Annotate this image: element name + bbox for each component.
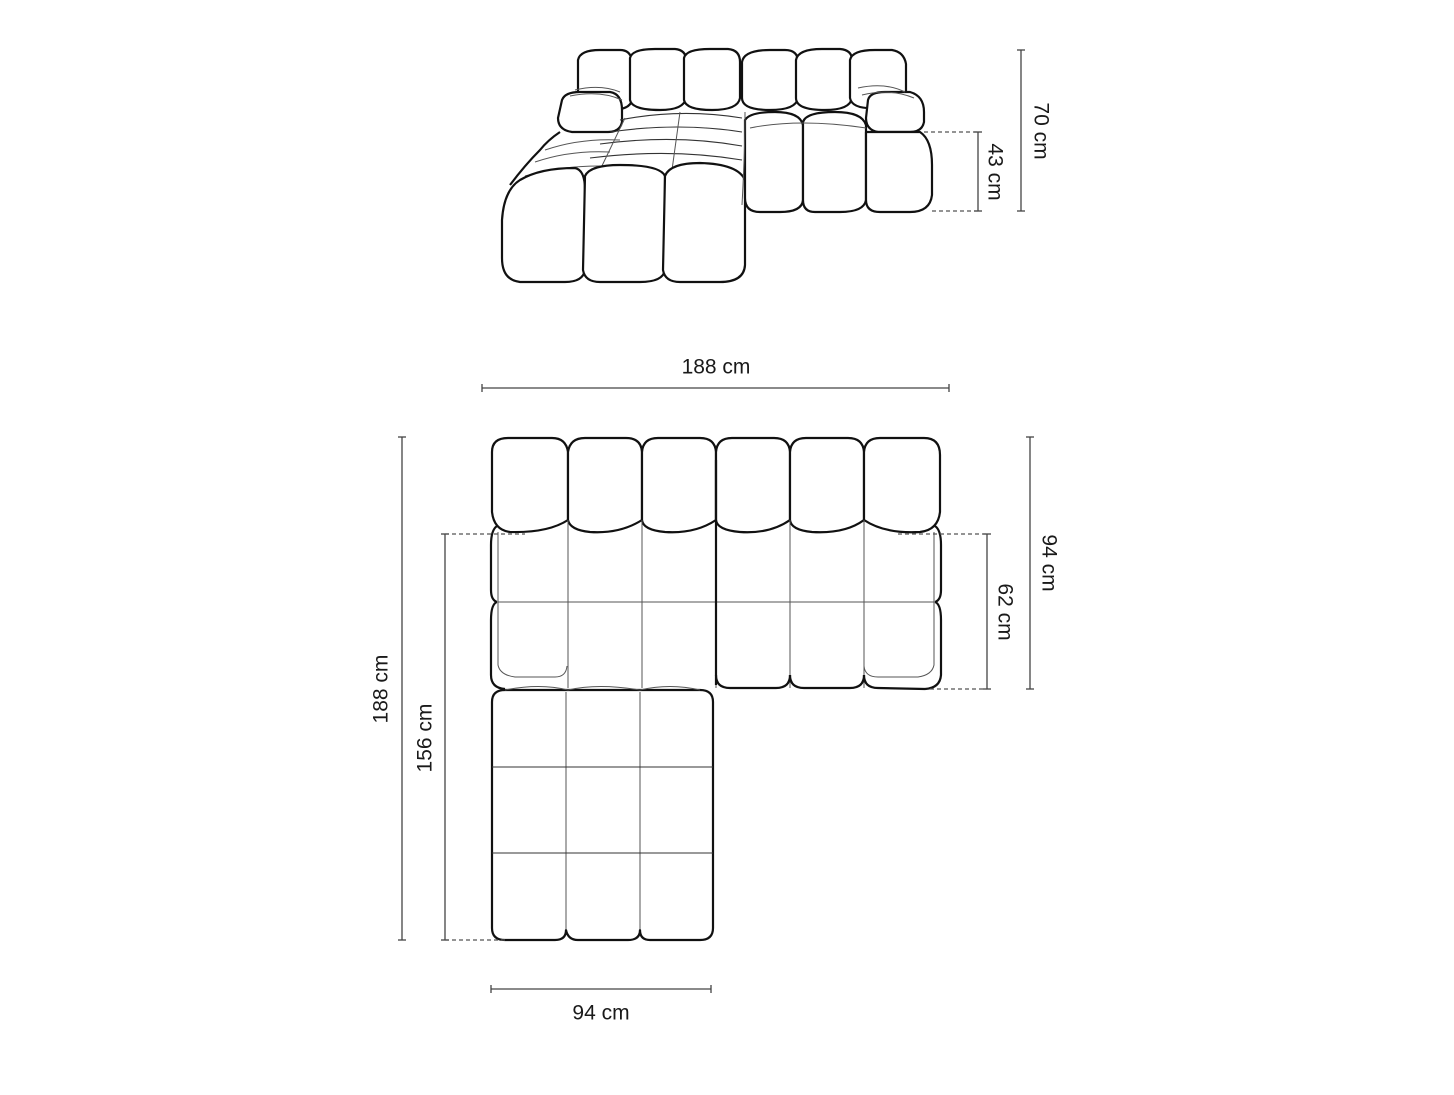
label-seat-height: 43 cm: [983, 143, 1007, 201]
top-back-cushion-4: [714, 436, 792, 534]
top-chaise: [490, 688, 715, 942]
top-view: [489, 436, 943, 942]
back-cushion-right-1: [740, 48, 800, 112]
top-left-arm-lower: [489, 600, 506, 691]
back-cushion-right-2: [794, 47, 854, 112]
top-left-arm-upper: [489, 525, 498, 604]
perspective-view: [500, 47, 934, 284]
label-total-width: 188 cm: [681, 355, 751, 379]
label-chaise-width: 94 cm: [572, 1001, 630, 1025]
back-cushion-left-2: [628, 47, 688, 112]
top-view-dimensions: [398, 384, 1034, 993]
top-back-cushion-1: [490, 436, 570, 534]
seat-front-cushion-3: [864, 130, 934, 214]
label-total-height: 70 cm: [1029, 102, 1053, 160]
perspective-dimensions: [924, 49, 1025, 212]
top-right-arm-upper: [934, 525, 943, 604]
top-right-arm-lower: [924, 600, 943, 691]
armrest-left: [556, 90, 624, 134]
label-depth: 94 cm: [1037, 534, 1061, 592]
chaise-front-cushion-1: [500, 166, 587, 284]
label-seat-depth: 62 cm: [993, 583, 1017, 641]
top-back-cushion-3: [640, 436, 718, 534]
chaise-front-cushion-2: [581, 163, 667, 284]
back-cushion-left-3: [682, 47, 742, 112]
top-back-cushion-5: [788, 436, 866, 534]
chaise-front-cushion-3: [661, 161, 747, 284]
label-chaise-seat-length: 156 cm: [413, 703, 437, 773]
top-back-cushion-6: [862, 436, 942, 534]
top-back-cushion-2: [566, 436, 644, 534]
label-total-length: 188 cm: [369, 654, 393, 724]
armrest-right: [864, 90, 926, 134]
